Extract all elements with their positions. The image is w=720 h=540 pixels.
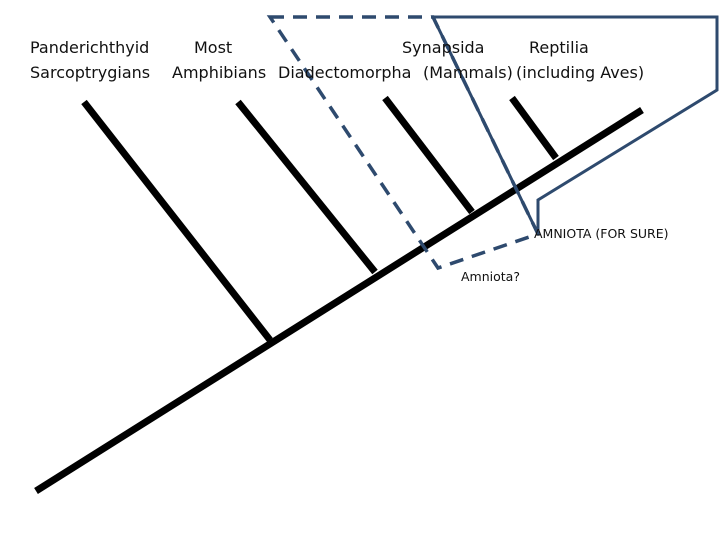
taxon-5-line1: Reptilia [529,38,589,57]
taxon-4-line1: Synapsida [402,38,484,57]
amniota-certain-box [430,15,719,235]
taxon-2-line1: Most [194,38,232,57]
branch-amphibians [235,99,378,275]
amniota-uncertain-box [266,15,541,271]
taxon-4-line2: (Mammals) [423,63,513,82]
branch-diadectomorpha [382,95,475,215]
branch-panderichthyid [81,99,273,343]
cladogram-trunk [34,107,644,494]
taxon-1-line1: Panderichthyid [30,38,149,57]
taxon-1-line2: Sarcoptrygians [30,63,150,82]
taxon-2-line2: Amphibians [172,63,266,82]
taxon-3-line2: Diadectomorpha [278,63,411,82]
amniota-uncertain-label: Amniota? [461,269,520,284]
taxon-5-line2: (including Aves) [516,63,644,82]
amniota-certain-label: AMNIOTA (FOR SURE) [534,226,669,241]
branch-reptilia [509,95,559,161]
